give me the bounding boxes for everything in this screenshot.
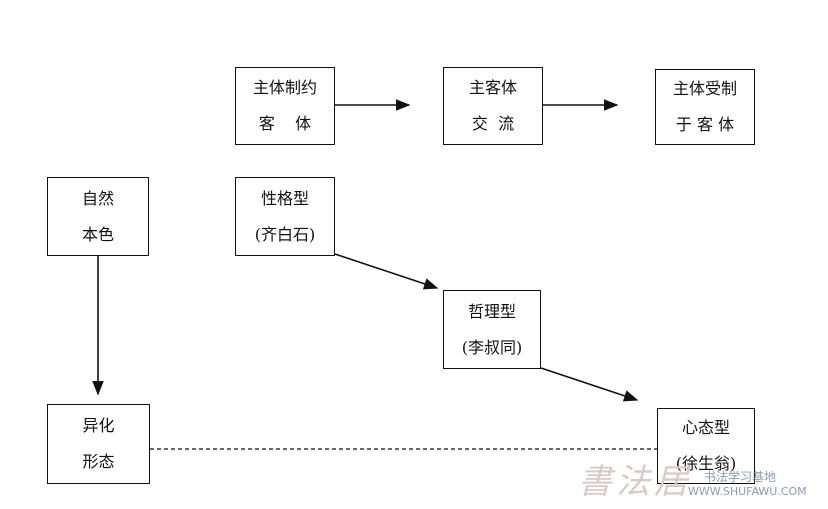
node-mental-state-type: 心态型 (徐生翁) [657, 408, 755, 484]
node-line-2: 形态 [82, 452, 115, 471]
node-line-1: 性格型 [260, 188, 309, 208]
node-line-2: 于 客 体 [675, 115, 735, 134]
node-line-1: 异化 [82, 416, 115, 435]
node-line-1: 哲理型 [467, 301, 516, 321]
node-line-2: 本色 [81, 224, 114, 244]
node-alienated-form: 异化 形态 [47, 404, 150, 484]
node-line-1: 主体制约 [252, 78, 317, 97]
node-line-1: 主体受制 [672, 79, 737, 98]
node-line-2: 交 流 [471, 114, 515, 133]
watermark: 書法居 书法学习基地 WWW.SHUFAWU.COM [578, 452, 826, 508]
node-line-2: (齐白石) [254, 224, 316, 244]
arrow-philosophical-to-mental [540, 367, 639, 402]
node-subject-restricted-by-object: 主体受制 于 客 体 [655, 69, 755, 145]
node-line-1: 主客体 [468, 78, 517, 97]
arrow-temperament-to-philosophical [334, 253, 439, 290]
watermark-site-name: 书法学习基地 [704, 470, 777, 484]
node-philosophical-type: 哲理型 (李叔同) [443, 290, 541, 369]
node-line-1: 心态型 [681, 418, 730, 437]
node-natural-character: 自然 本色 [47, 177, 149, 256]
node-temperament-type: 性格型 (齐白石) [235, 177, 335, 256]
node-line-1: 自然 [81, 188, 114, 208]
node-subject-object-exchange: 主客体 交 流 [443, 67, 543, 145]
node-line-2: (徐生翁) [675, 454, 737, 473]
node-line-2: (李叔同) [461, 337, 523, 357]
watermark-url: WWW.SHUFAWU.COM [688, 485, 807, 498]
node-subject-restricts-object: 主体制约 客 体 [235, 67, 335, 145]
node-line-2: 客 体 [258, 114, 312, 133]
watermark-script: 書法居 [578, 462, 692, 502]
